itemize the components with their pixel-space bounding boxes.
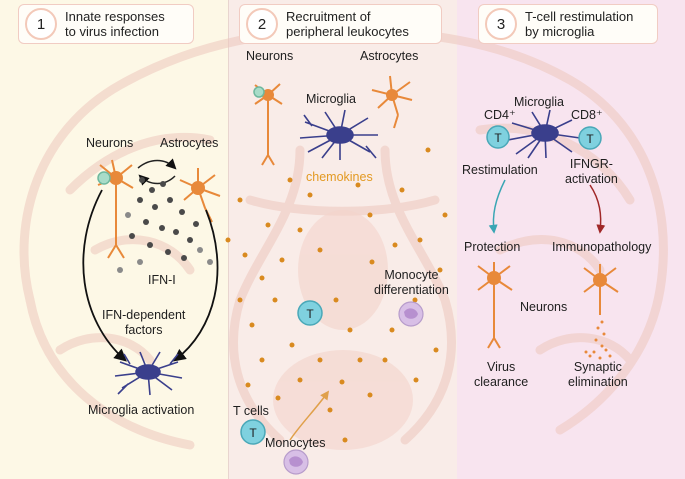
- microglia-icon: [114, 351, 183, 396]
- ifn-particles: [117, 177, 213, 273]
- panel-1-title: Innate responses to virus infection: [65, 9, 165, 39]
- ifngr-activation-label: IFNGR- activation: [565, 157, 618, 186]
- neuron-icon: [477, 262, 513, 349]
- synaptic-elimination-label: Synaptic elimination: [568, 360, 628, 389]
- neurons-label: Neurons: [246, 49, 294, 63]
- panel-2-header: 2 Recruitment of peripheral leukocytes: [239, 4, 442, 44]
- restimulation-label: Restimulation: [462, 163, 538, 177]
- svg-text:T: T: [306, 307, 314, 321]
- t-cell-icon: T: [240, 419, 266, 445]
- virus-icon: [253, 86, 265, 98]
- panel-2-number: 2: [246, 8, 278, 40]
- panel-3-number: 3: [485, 8, 517, 40]
- chemokine-dots: [225, 147, 448, 443]
- t-cell-icon: T: [578, 126, 602, 150]
- microglia-icon: [299, 109, 378, 160]
- monocyte-icon: [398, 301, 424, 327]
- microglia-label: Microglia: [306, 92, 357, 106]
- panel-2-title: Recruitment of peripheral leukocytes: [286, 9, 409, 39]
- virus-clearance-label: Virus clearance: [474, 360, 529, 389]
- cd8-label: CD8⁺: [571, 108, 603, 122]
- astrocytes-label: Astrocytes: [360, 49, 419, 63]
- t-cells-label: T cells: [233, 404, 269, 418]
- protection-label: Protection: [464, 240, 521, 254]
- protection-arrow: [488, 179, 506, 234]
- cd4-label: CD4⁺: [484, 108, 516, 122]
- virus-icon: [97, 171, 111, 185]
- synaptic-fragments: [584, 320, 612, 360]
- ifn-dependent-arrows: [82, 189, 219, 362]
- neuron-icon: [583, 264, 619, 315]
- chemokines-label: chemokines: [306, 170, 373, 184]
- microglia-label: Microglia: [514, 95, 565, 109]
- monocytes-label: Monocytes: [265, 436, 326, 450]
- svg-text:T: T: [586, 132, 594, 146]
- neurons-label: Neurons: [520, 300, 568, 314]
- astrocytes-label: Astrocytes: [160, 136, 219, 150]
- panel-3-title: T-cell restimulation by microglia: [525, 9, 634, 39]
- monocyte-icon: [283, 449, 309, 475]
- svg-text:T: T: [494, 131, 502, 145]
- ifn-factors-label: IFN-dependent factors: [102, 308, 186, 337]
- microglia-icon: [507, 109, 581, 159]
- t-cell-icon: T: [297, 300, 323, 326]
- astrocyte-icon: [371, 75, 413, 129]
- panel-1-header: 1 Innate responses to virus infection: [18, 4, 194, 44]
- immunopathology-arrow: [589, 184, 606, 234]
- t-cell-icon: T: [486, 125, 510, 149]
- astrocyte-icon: [179, 168, 221, 223]
- svg-text:T: T: [249, 426, 257, 440]
- panel-3-header: 3 T-cell restimulation by microglia: [478, 4, 658, 44]
- neurons-label: Neurons: [86, 136, 134, 150]
- monocyte-differentiation-label: Monocyte differentiation: [374, 268, 449, 297]
- immunopathology-label: Immunopathology: [552, 240, 652, 254]
- panel-1-number: 1: [25, 8, 57, 40]
- ifn-label: IFN-I: [148, 273, 176, 287]
- microglia-activation-label: Microglia activation: [88, 403, 195, 417]
- monocyte-migration-arrow: [289, 390, 330, 441]
